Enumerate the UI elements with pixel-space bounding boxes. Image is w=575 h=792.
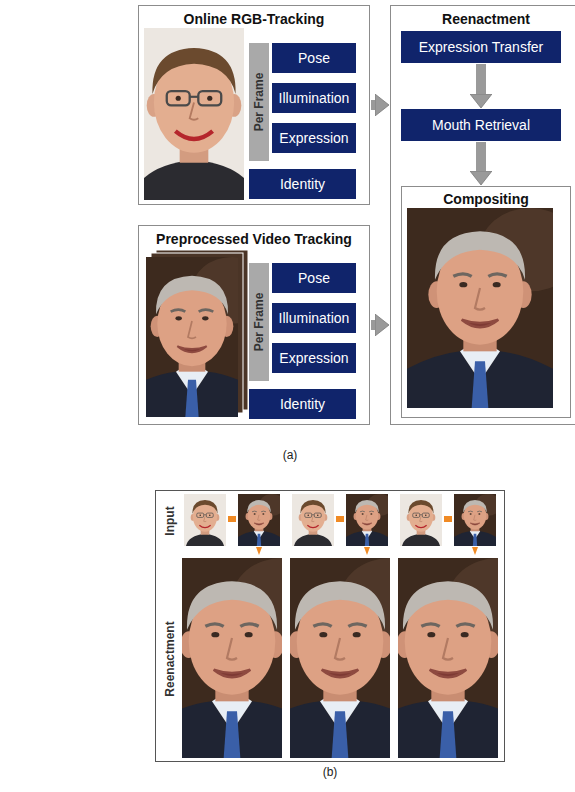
process-box: Pose	[272, 43, 356, 73]
flow-arrow	[371, 100, 375, 110]
process-box: Illumination	[272, 303, 356, 333]
row-label: Reenactment	[163, 621, 177, 696]
box-label: Expression	[279, 350, 348, 366]
group-panel: Preprocessed Video TrackingPer Frame Pose…	[138, 225, 370, 425]
flow-arrow	[476, 142, 486, 171]
process-box: Illumination	[272, 83, 356, 113]
panel-title: Online RGB-Tracking	[139, 11, 369, 27]
compositing-panel: Compositing	[401, 186, 571, 418]
band-label: Per Frame	[252, 293, 266, 352]
box-label: Pose	[298, 270, 330, 286]
per-frame-band: Per Frame	[249, 263, 269, 381]
results-panel: InputReenactment	[155, 490, 505, 762]
composited-face-photo	[397, 208, 575, 408]
flow-arrow	[371, 320, 375, 330]
process-box: Expression	[272, 343, 356, 373]
box-label: Illumination	[279, 310, 350, 326]
source-face-photo	[122, 28, 265, 200]
group-panel: Online RGB-TrackingPer Frame PoseIllumina…	[138, 5, 370, 205]
box-label: Identity	[280, 176, 325, 192]
box-label: Expression Transfer	[419, 39, 544, 55]
panel-title: Reenactment	[391, 11, 575, 27]
group-panel: ReenactmentExpression TransferMouth Retr…	[390, 5, 575, 425]
process-box: Mouth Retrieval	[401, 109, 561, 141]
process-box: Identity	[249, 389, 356, 419]
process-box: Identity	[249, 169, 356, 199]
per-frame-band: Per Frame	[249, 43, 269, 161]
process-box: Pose	[272, 263, 356, 293]
box-label: Illumination	[279, 90, 350, 106]
part-label: (a)	[283, 448, 298, 462]
box-label: Pose	[298, 50, 330, 66]
process-box: Expression	[272, 123, 356, 153]
box-label: Mouth Retrieval	[432, 117, 530, 133]
result-images	[149, 494, 548, 758]
orange-markers	[228, 516, 478, 555]
band-label: Per Frame	[252, 73, 266, 132]
box-label: Identity	[280, 396, 325, 412]
panel-title: Compositing	[402, 191, 570, 207]
process-box: Expression Transfer	[401, 31, 561, 63]
panel-title: Preprocessed Video Tracking	[139, 231, 369, 247]
flow-arrow	[476, 64, 486, 94]
row-label: Input	[163, 506, 177, 535]
box-label: Expression	[279, 130, 348, 146]
part-label: (b)	[323, 765, 338, 779]
